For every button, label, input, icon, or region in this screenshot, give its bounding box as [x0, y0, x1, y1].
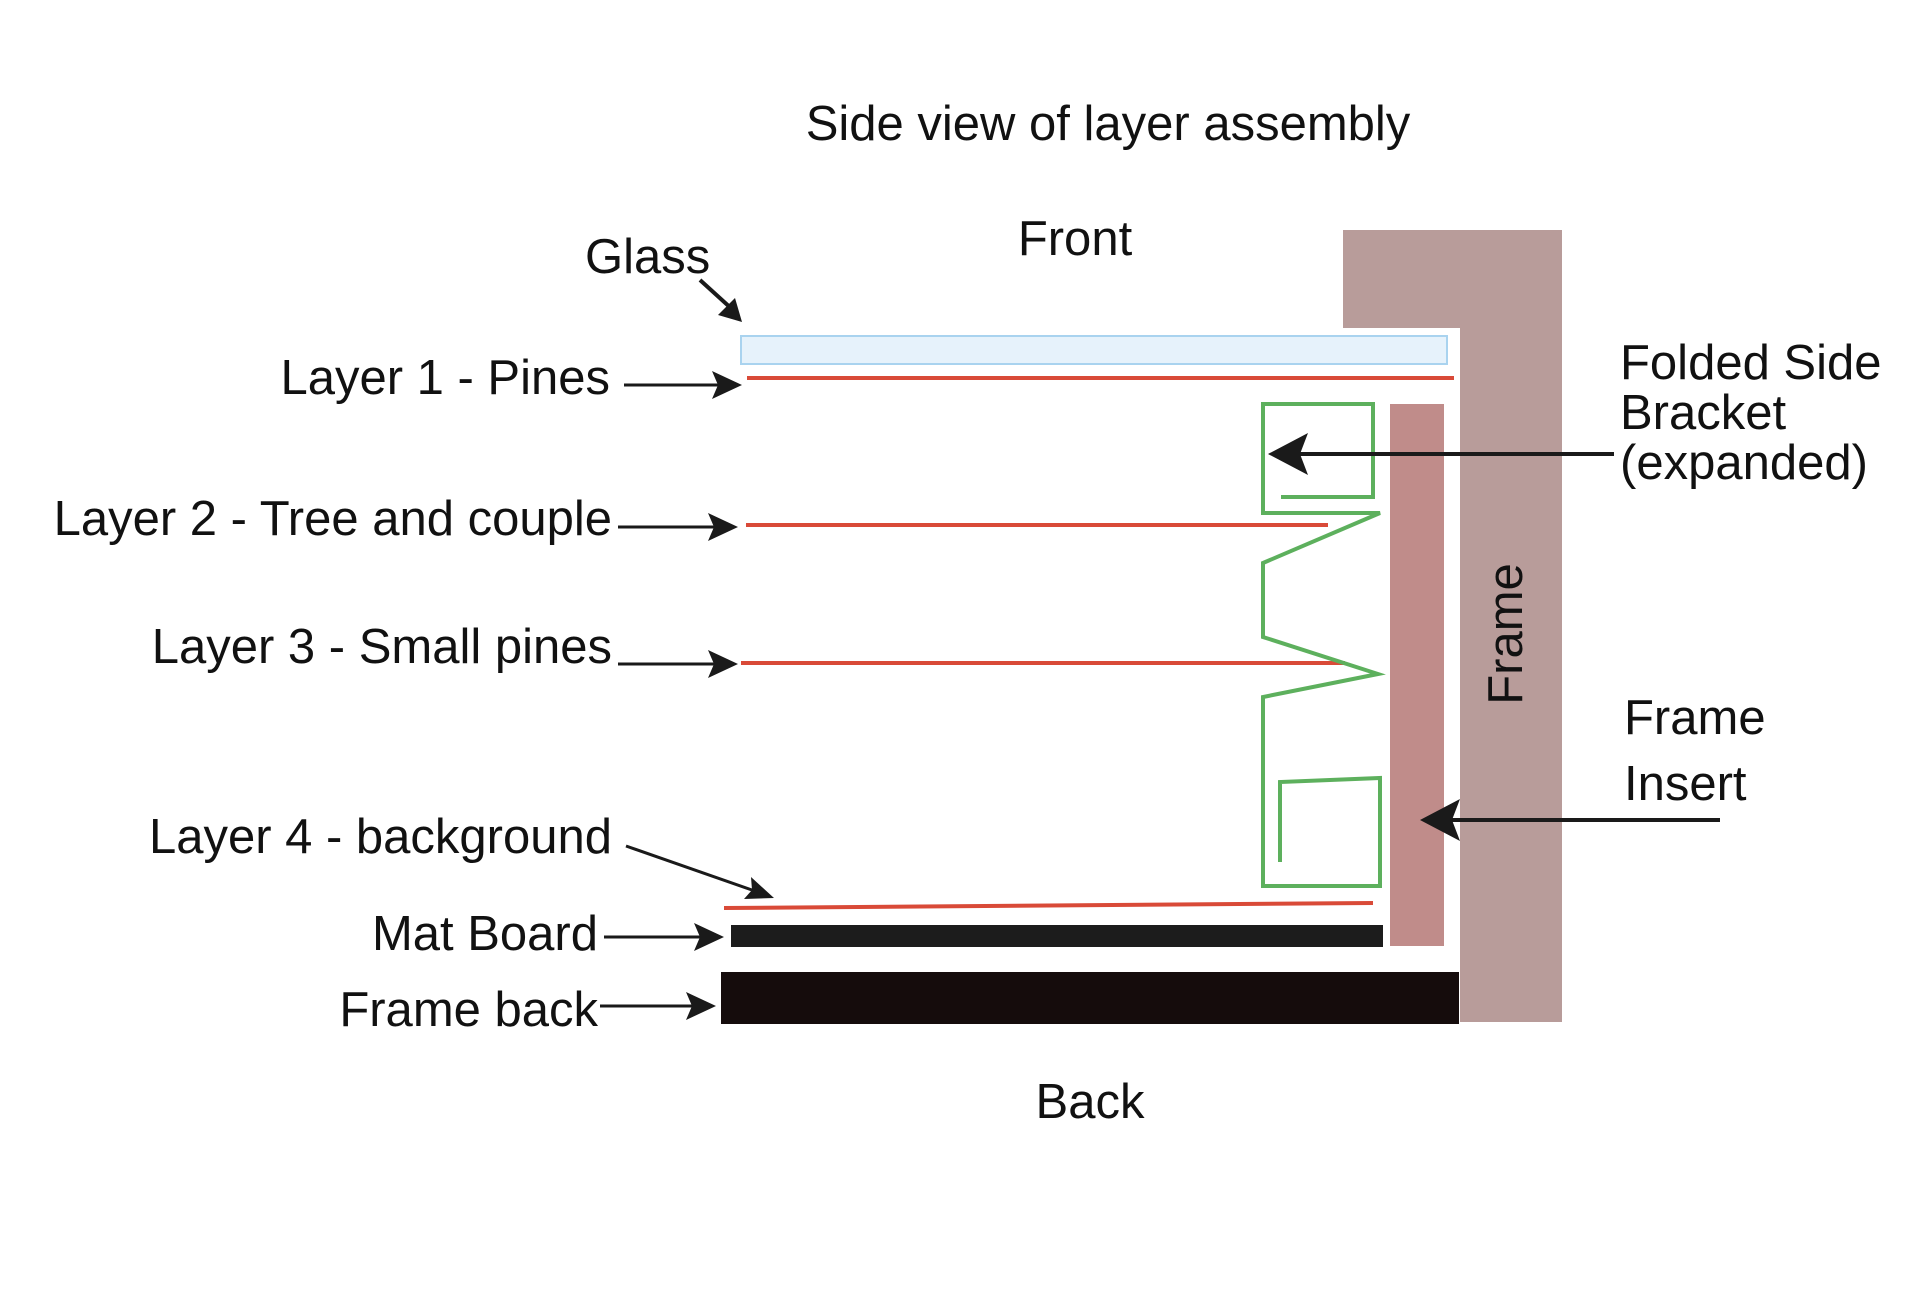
insert-label-line-2: Insert	[1624, 757, 1747, 811]
folded-side-bracket	[1261, 402, 1386, 888]
frame-back-arrow	[600, 992, 716, 1020]
frame-insert	[1390, 404, 1444, 946]
frame-insert-arrow	[1420, 799, 1720, 841]
front-label: Front	[1018, 212, 1133, 266]
diagram-title: Side view of layer assembly	[806, 97, 1411, 151]
glass-arrow	[698, 278, 742, 322]
layer-4-line	[723, 901, 1374, 910]
bracket-label-line-2: Bracket	[1620, 386, 1787, 440]
layer-1-label: Layer 1 - Pines	[280, 351, 610, 405]
back-label: Back	[1036, 1075, 1145, 1129]
bracket-label-line-1: Folded Side	[1620, 336, 1882, 390]
layer-1-arrow	[624, 371, 742, 399]
mat-board	[731, 925, 1383, 947]
layer-2-label: Layer 2 - Tree and couple	[54, 492, 612, 546]
mat-board-label: Mat Board	[372, 907, 598, 961]
layer-3-arrow	[618, 650, 738, 678]
layer-4-label: Layer 4 - background	[149, 810, 612, 864]
bracket-label-line-3: (expanded)	[1620, 436, 1868, 490]
bracket-arrow	[1268, 433, 1614, 475]
mat-board-arrow	[604, 923, 724, 951]
layer-4-arrow	[625, 844, 774, 899]
glass-pane	[740, 335, 1448, 365]
frame-label: Frame	[1479, 563, 1533, 705]
insert-label-line-1: Frame	[1624, 691, 1766, 745]
layer-2-arrow	[618, 513, 738, 541]
glass-label: Glass	[585, 230, 710, 284]
frame-back-label: Frame back	[339, 983, 598, 1037]
frame-profile	[1343, 230, 1562, 1022]
frame-back	[721, 972, 1459, 1024]
layer-3-label: Layer 3 - Small pines	[152, 620, 612, 674]
